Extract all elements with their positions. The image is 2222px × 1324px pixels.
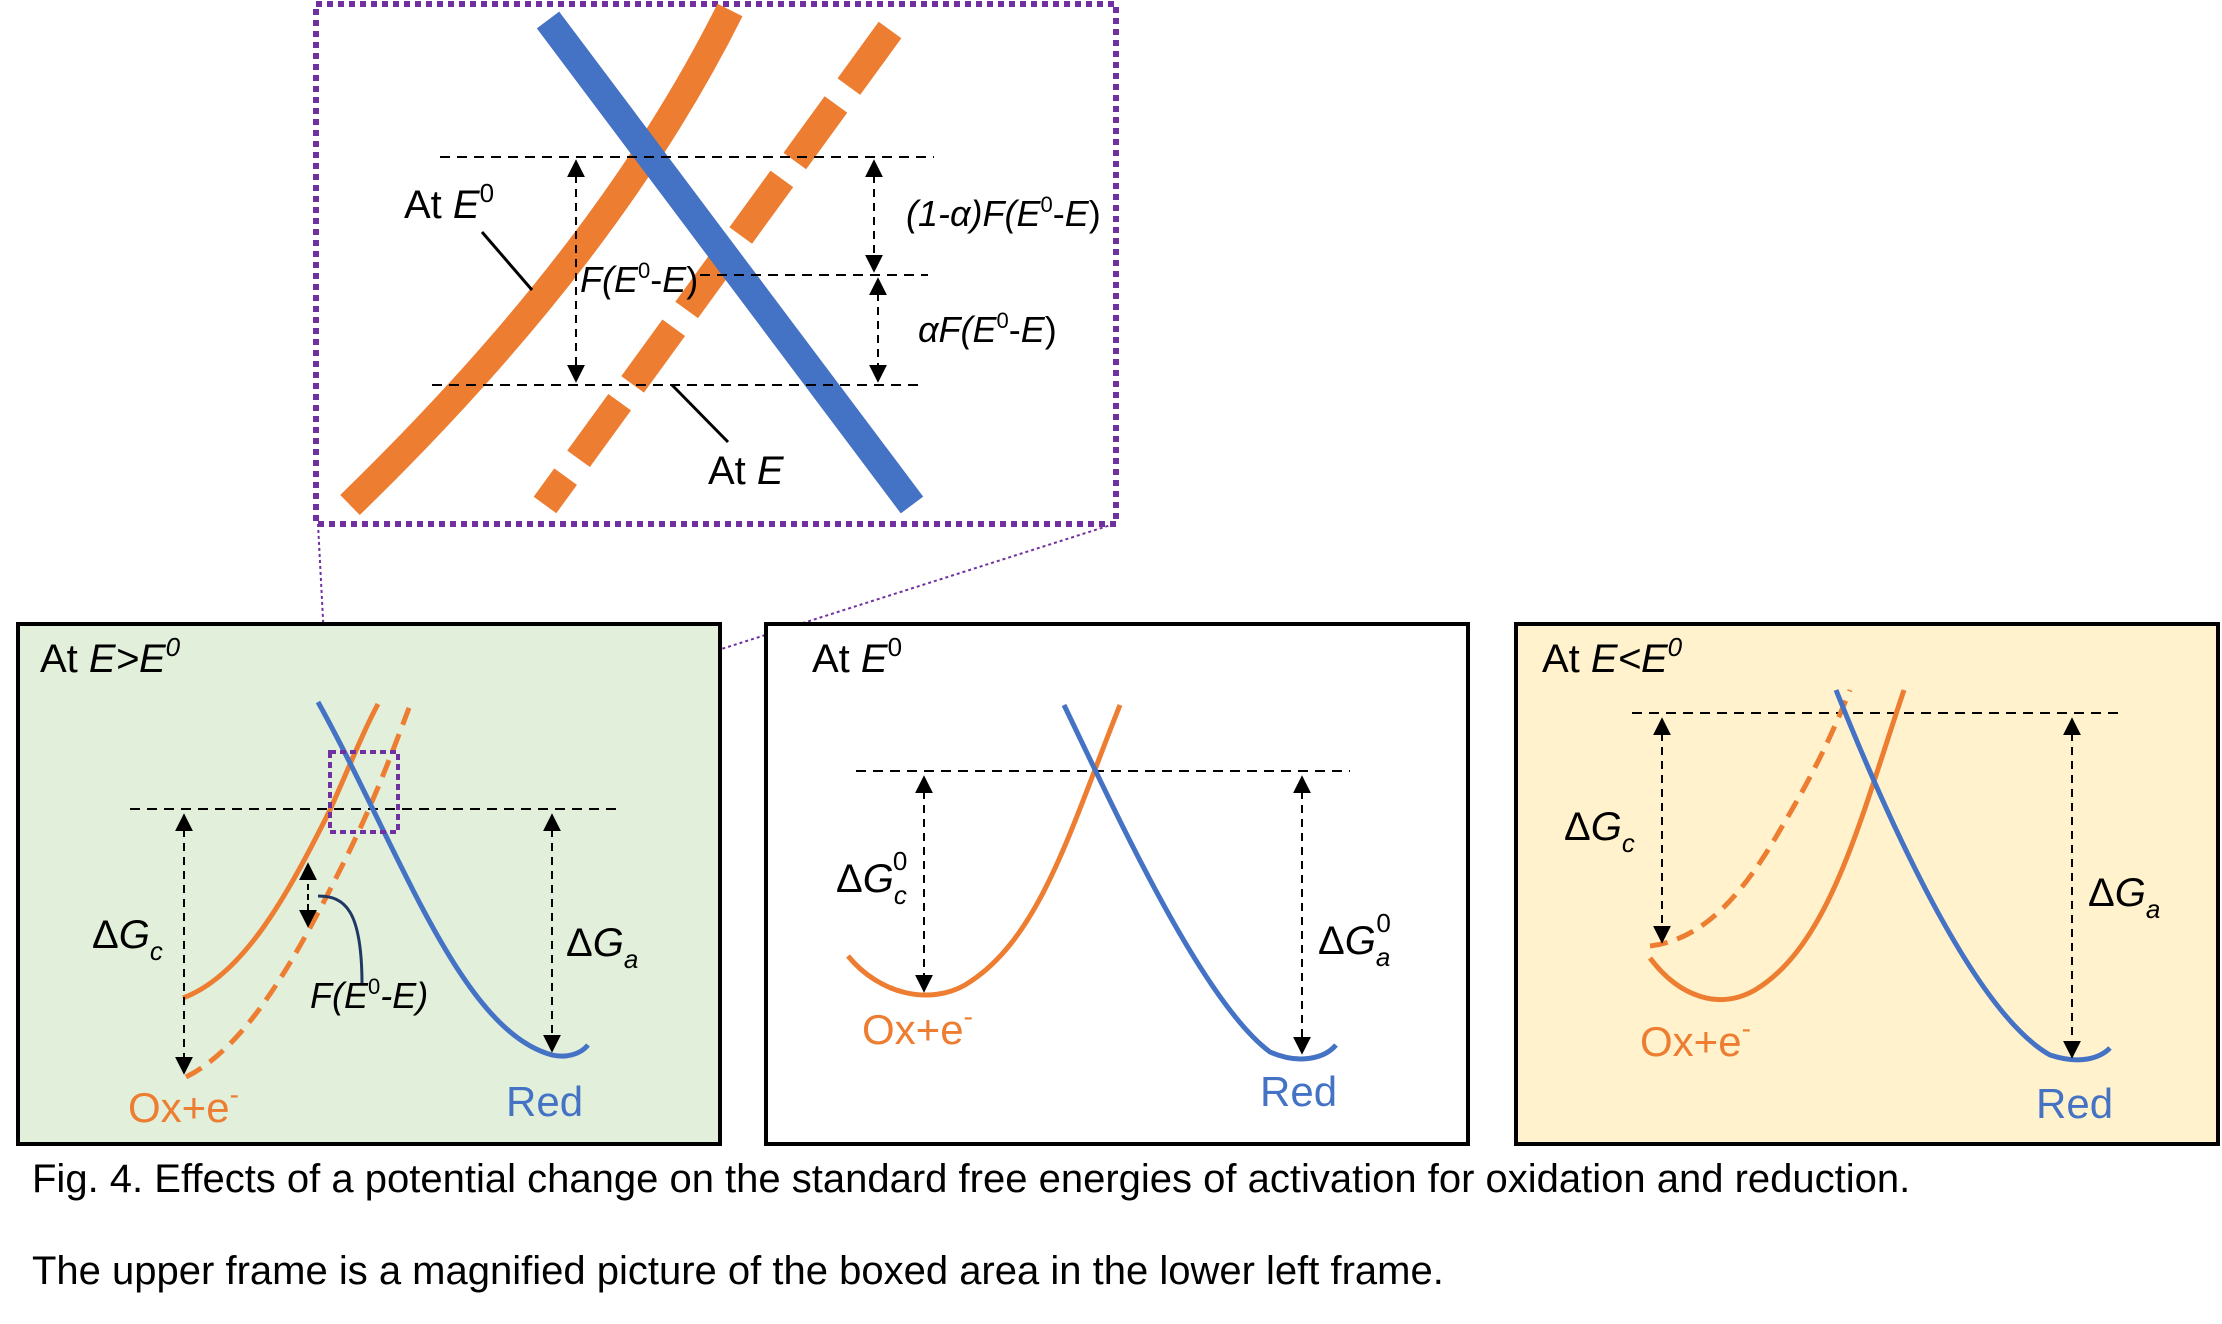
panel-middle-title: At E0	[812, 632, 902, 681]
left-dGc-label: ΔGc	[92, 913, 163, 966]
middle-ox-label: Ox+e-	[862, 1001, 973, 1053]
left-F-leader	[317, 894, 364, 986]
upper-frame-border	[313, 1, 1119, 527]
upper-E0-leader	[480, 231, 534, 291]
middle-dGa-label: ΔGa0	[1318, 908, 1391, 972]
right-red-label: Red	[2036, 1080, 2113, 1127]
caption-line-1: Fig. 4. Effects of a potential change on…	[32, 1157, 1910, 1201]
left-F-label: F(E0-E)	[310, 974, 428, 1016]
upper-magnified-frame: At E0 F(E0-E) (1-α)F(E0-E) αF(E0-E) At E	[313, 1, 1119, 527]
middle-dGc-label: ΔGc0	[836, 846, 907, 910]
left-blue-curve	[315, 700, 590, 1059]
upper-solid-orange-curve	[340, 3, 743, 516]
upper-label-at-E: At E	[708, 449, 785, 493]
caption-line-2: The upper frame is a magnified picture o…	[32, 1249, 1444, 1293]
right-dashed-orange-curve	[1649, 689, 1853, 949]
upper-label-at-E0: At E0	[404, 178, 494, 227]
middle-blue-curve	[1061, 703, 1338, 1062]
left-dGa-label: ΔGa	[566, 921, 638, 974]
left-ox-label: Ox+e-	[128, 1079, 239, 1131]
right-ox-label: Ox+e-	[1640, 1013, 1751, 1065]
panel-left: At E>E0 ΔGc ΔGa F(E0-E) Ox+e- Red	[16, 622, 722, 1146]
upper-blue-curve	[536, 11, 924, 514]
right-blue-curve	[1833, 689, 2112, 1063]
left-zoom-box	[328, 750, 400, 834]
left-solid-orange-curve	[182, 702, 381, 1001]
upper-label-1ma: (1-α)F(E0-E)	[906, 192, 1101, 234]
right-dGa-label: ΔGa	[2088, 871, 2160, 924]
right-dGc-label: ΔGc	[1564, 805, 1635, 858]
middle-orange-curve	[846, 704, 1123, 998]
panel-left-title: At E>E0	[40, 632, 181, 681]
panel-middle: At E0 ΔGc0 ΔGa0 Ox+e- Red	[764, 622, 1470, 1146]
upper-E-leader	[670, 383, 730, 444]
right-solid-orange-curve	[1648, 689, 1907, 1002]
panel-right-title: At E<E0	[1542, 632, 1683, 681]
left-red-label: Red	[506, 1078, 583, 1125]
left-dashed-orange-curve	[184, 699, 415, 1080]
panel-right: At E<E0 ΔGc ΔGa Ox+e- Red	[1514, 622, 2220, 1146]
upper-label-F: F(E0-E)	[580, 258, 698, 300]
upper-label-aF: αF(E0-E)	[918, 308, 1057, 350]
middle-red-label: Red	[1260, 1068, 1337, 1115]
panel-left-background	[16, 622, 722, 1146]
